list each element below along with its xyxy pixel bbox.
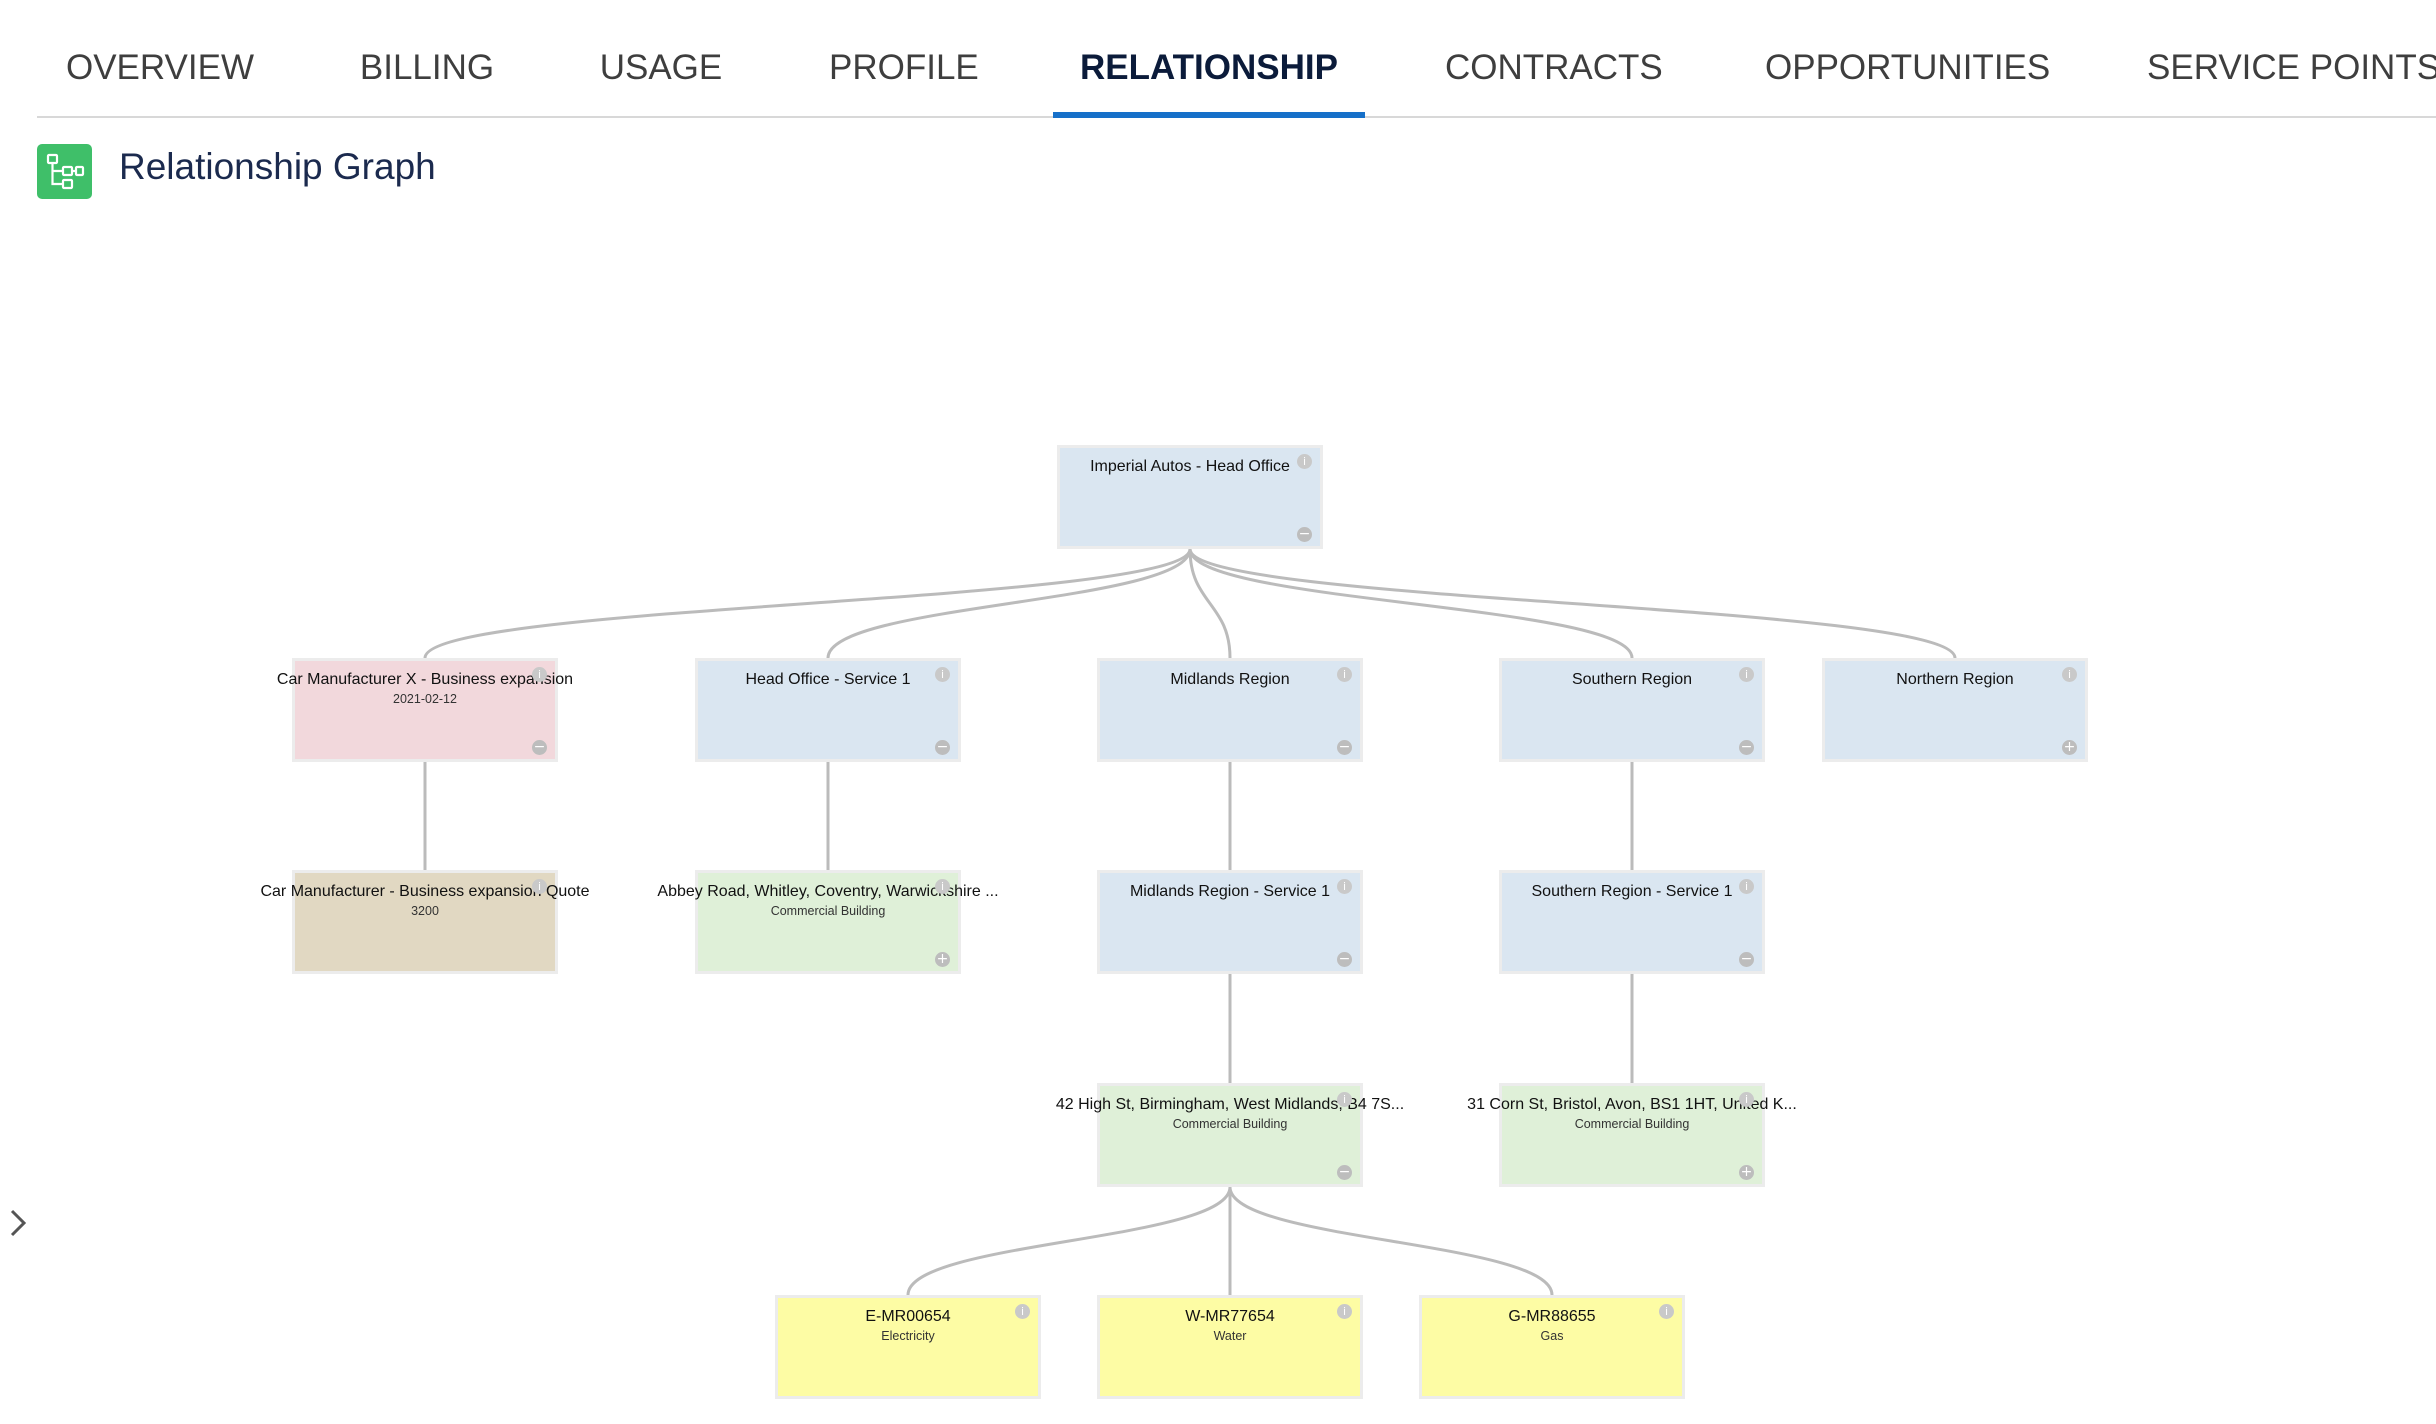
expand-icon[interactable]: + (1739, 1164, 1754, 1180)
tab-profile-label: PROFILE (829, 48, 979, 87)
tab-usage[interactable]: USAGE (598, 48, 724, 116)
graph-node[interactable]: Head Office - Service 1 i − (695, 658, 961, 762)
node-subtitle: 3200 (411, 904, 439, 918)
node-subtitle: Electricity (881, 1329, 935, 1343)
hierarchy-icon (37, 144, 92, 199)
info-icon[interactable]: i (532, 667, 547, 682)
graph-edge (1188, 548, 1232, 659)
tab-billing[interactable]: BILLING (357, 48, 497, 116)
info-icon[interactable]: i (1337, 667, 1352, 682)
node-subtitle: Commercial Building (1172, 1117, 1288, 1131)
active-tab-indicator (1053, 112, 1365, 118)
expand-icon[interactable]: + (935, 951, 950, 967)
node-subtitle: Commercial Building (770, 904, 886, 918)
graph-node[interactable]: Car Manufacturer - Business expansion Qu… (260, 870, 590, 974)
node-title: W-MR77654 (1185, 1308, 1275, 1325)
tab-opportunities[interactable]: OPPORTUNITIES (1765, 48, 2051, 116)
info-icon[interactable]: i (935, 879, 950, 894)
expand-icon[interactable]: + (2062, 739, 2077, 755)
node-title: Car Manufacturer X - Business expansion (276, 671, 574, 688)
node-title: Head Office - Service 1 (745, 671, 911, 688)
chevron-right-icon (10, 1209, 27, 1237)
graph-node[interactable]: Southern Region - Service 1 i − (1499, 870, 1765, 974)
node-subtitle: 2021-02-12 (393, 692, 457, 706)
tab-service-points-label: SERVICE POINTS (2147, 48, 2436, 87)
info-icon[interactable]: i (1739, 1092, 1754, 1107)
node-title: 31 Corn St, Bristol, Avon, BS1 1HT, Unit… (1467, 1096, 1797, 1113)
tab-opportunities-label: OPPORTUNITIES (1765, 48, 2051, 87)
graph-node[interactable]: Midlands Region - Service 1 i − (1097, 870, 1363, 974)
graph-node[interactable]: Car Manufacturer X - Business expansion 2… (277, 658, 573, 762)
tab-contracts[interactable]: CONTRACTS (1445, 48, 1663, 116)
node-title: G-MR88655 (1508, 1308, 1596, 1325)
graph-node[interactable]: Northern Region i + (1822, 658, 2088, 762)
info-icon[interactable]: i (935, 667, 950, 682)
node-title: Northern Region (1896, 671, 2014, 688)
info-icon[interactable]: i (2062, 667, 2077, 682)
collapse-icon[interactable]: − (1739, 739, 1754, 755)
expand-panel-button[interactable] (4, 1203, 32, 1243)
tab-service-points[interactable]: SERVICE POINTS (2147, 48, 2436, 116)
info-icon[interactable]: i (1337, 1304, 1352, 1319)
node-title: Southern Region - Service 1 (1531, 883, 1733, 900)
info-icon[interactable]: i (532, 879, 547, 894)
node-subtitle: Commercial Building (1574, 1117, 1690, 1131)
tab-relationship-label: RELATIONSHIP (1080, 48, 1338, 87)
graph-edge (906, 1186, 1232, 1296)
node-title: Midlands Region (1170, 671, 1290, 688)
node-title: E-MR00654 (865, 1308, 951, 1325)
tab-profile[interactable]: PROFILE (829, 48, 979, 116)
node-title: Southern Region (1571, 671, 1693, 688)
collapse-icon[interactable]: − (1739, 951, 1754, 967)
graph-edge (1188, 548, 1957, 659)
tab-contracts-label: CONTRACTS (1445, 48, 1663, 87)
collapse-icon[interactable]: − (1337, 951, 1352, 967)
collapse-icon[interactable]: − (1337, 739, 1352, 755)
graph-edge (826, 548, 1192, 659)
graph-node[interactable]: Imperial Autos - Head Office i − (1057, 445, 1323, 549)
info-icon[interactable]: i (1739, 879, 1754, 894)
node-title: Abbey Road, Whitley, Coventry, Warwicksh… (657, 883, 999, 900)
graph-node[interactable]: 42 High St, Birmingham, West Midlands, B… (1056, 1083, 1404, 1187)
collapse-icon[interactable]: − (1297, 526, 1312, 542)
graph-node[interactable]: Midlands Region i − (1097, 658, 1363, 762)
collapse-icon[interactable]: − (1337, 1164, 1352, 1180)
tab-billing-label: BILLING (359, 48, 495, 87)
tab-overview[interactable]: OVERVIEW (65, 48, 255, 116)
graph-edge (1228, 1186, 1554, 1296)
info-icon[interactable]: i (1015, 1304, 1030, 1319)
info-icon[interactable]: i (1297, 454, 1312, 469)
graph-edge (423, 548, 1192, 659)
tab-usage-label: USAGE (599, 48, 723, 87)
info-icon[interactable]: i (1337, 879, 1352, 894)
node-title: Midlands Region - Service 1 (1129, 883, 1331, 900)
node-subtitle: Gas (1540, 1329, 1564, 1343)
tab-overview-label: OVERVIEW (65, 48, 254, 87)
info-icon[interactable]: i (1659, 1304, 1674, 1319)
collapse-icon[interactable]: − (532, 739, 547, 755)
info-icon[interactable]: i (1337, 1092, 1352, 1107)
tab-relationship[interactable]: RELATIONSHIP (1053, 48, 1365, 118)
node-title: Imperial Autos - Head Office (1090, 458, 1290, 475)
node-title: Car Manufacturer - Business expansion Qu… (260, 883, 590, 900)
graph-node[interactable]: Abbey Road, Whitley, Coventry, Warwicksh… (657, 870, 999, 974)
graph-node[interactable]: Southern Region i − (1499, 658, 1765, 762)
tab-bar: OVERVIEW BILLING USAGE PROFILE RELATIONS… (37, 0, 2436, 118)
node-subtitle: Water (1213, 1329, 1247, 1343)
graph-node[interactable]: 31 Corn St, Bristol, Avon, BS1 1HT, Unit… (1467, 1083, 1797, 1187)
graph-edge (1188, 548, 1634, 659)
section-title: Relationship Graph (119, 146, 436, 187)
collapse-icon[interactable]: − (935, 739, 950, 755)
info-icon[interactable]: i (1739, 667, 1754, 682)
node-title: 42 High St, Birmingham, West Midlands, B… (1055, 1096, 1405, 1113)
